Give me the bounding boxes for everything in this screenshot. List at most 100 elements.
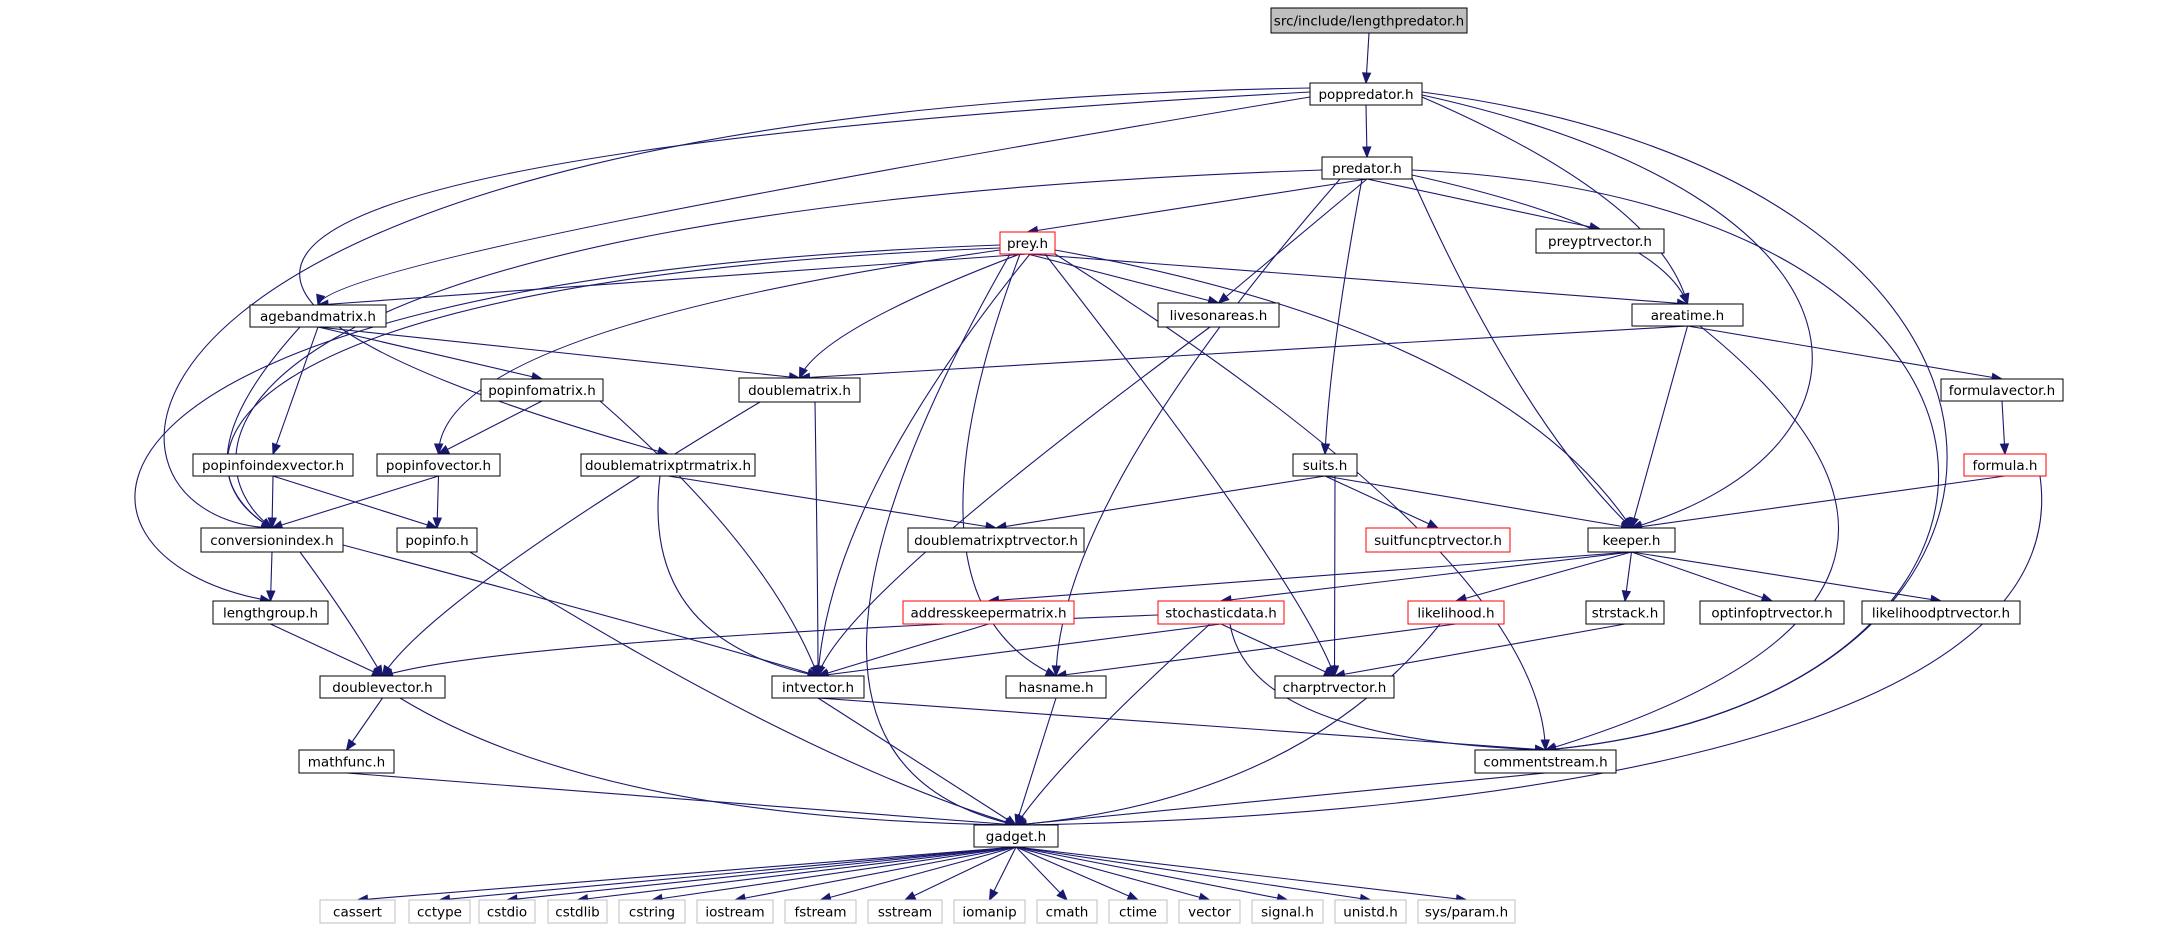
node-label: popinfomatrix.h bbox=[488, 383, 596, 399]
node-strstack[interactable]: strstack.h bbox=[1585, 600, 1665, 625]
edge-gadget-to-iostream bbox=[733, 846, 1017, 903]
edge-keeper-to-stochasticdata bbox=[1219, 551, 1632, 605]
arrowhead bbox=[1329, 665, 1340, 678]
node-mathfunc[interactable]: mathfunc.h bbox=[298, 749, 395, 774]
node-box bbox=[999, 231, 1056, 255]
edge-mathfunc-to-gadget bbox=[346, 772, 1018, 829]
node-doublematrix[interactable]: doublematrix.h bbox=[738, 377, 861, 403]
edge-doublevector-to-gadget bbox=[399, 697, 1018, 830]
edge-popinfomatrix-to-popinfovector bbox=[437, 400, 543, 455]
node-label: areatime.h bbox=[1651, 308, 1724, 324]
node-doublematrixptrmatrix[interactable]: doublematrixptrmatrix.h bbox=[580, 453, 756, 477]
edge-areatime-to-keeper bbox=[1629, 325, 1689, 530]
node-areatime[interactable]: areatime.h bbox=[1631, 303, 1744, 327]
node-label: conversionindex.h bbox=[210, 533, 333, 549]
node-conversionindex[interactable]: conversionindex.h bbox=[200, 527, 344, 553]
node-formula[interactable]: formula.h bbox=[1963, 453, 2047, 477]
node-label: doublematrixptrvector.h bbox=[914, 533, 1078, 549]
node-label: cmath bbox=[1046, 905, 1089, 921]
node-optinfoptrvector[interactable]: optinfoptrvector.h bbox=[1699, 600, 1845, 625]
node-cctype: cctype bbox=[408, 899, 471, 924]
node-label: cassert bbox=[333, 905, 382, 921]
edge-poppredator-to-predator bbox=[1362, 104, 1372, 159]
node-label: keeper.h bbox=[1603, 533, 1661, 549]
node-likelihoodptrvector[interactable]: likelihoodptrvector.h bbox=[1861, 600, 2021, 625]
node-label: formula.h bbox=[1973, 458, 2038, 474]
graph-edges bbox=[134, 32, 2043, 904]
node-box bbox=[396, 527, 478, 553]
node-box bbox=[192, 453, 354, 477]
arrowhead bbox=[1320, 443, 1331, 456]
node-gadget[interactable]: gadget.h bbox=[973, 824, 1059, 848]
edge-doublematrixptrmatrix-to-intvector bbox=[657, 475, 820, 679]
node-doublevector[interactable]: doublevector.h bbox=[319, 675, 446, 699]
edge-intvector-to-commentstream bbox=[817, 697, 1547, 754]
node-predator[interactable]: predator.h bbox=[1321, 156, 1413, 180]
node-popinfo[interactable]: popinfo.h bbox=[396, 527, 478, 553]
node-prey[interactable]: prey.h bbox=[999, 231, 1056, 255]
node-box bbox=[1631, 303, 1744, 327]
arrowhead bbox=[1999, 443, 2010, 456]
edge-intvector-to-gadget bbox=[817, 697, 1018, 826]
node-commentstream[interactable]: commentstream.h bbox=[1474, 749, 1617, 774]
node-preyptrvector[interactable]: preyptrvector.h bbox=[1535, 228, 1665, 254]
node-agebandmatrix[interactable]: agebandmatrix.h bbox=[249, 304, 387, 328]
node-box bbox=[1321, 156, 1413, 180]
node-popinfomatrix[interactable]: popinfomatrix.h bbox=[480, 378, 604, 402]
node-box bbox=[376, 453, 501, 477]
node-label: preyptrvector.h bbox=[1548, 234, 1652, 250]
node-box bbox=[547, 899, 608, 924]
node-popinfovector[interactable]: popinfovector.h bbox=[376, 453, 501, 477]
edge-addresskeepermatrix-to-intvector bbox=[816, 623, 989, 678]
arrowhead bbox=[260, 518, 274, 529]
arrowhead bbox=[266, 590, 276, 603]
node-label: iostream bbox=[705, 905, 764, 921]
edge-keeper-to-addresskeepermatrix bbox=[987, 551, 1632, 605]
edge-gadget-to-unistd bbox=[1015, 846, 1372, 904]
node-label: prey.h bbox=[1007, 236, 1048, 252]
node-likelihood[interactable]: likelihood.h bbox=[1407, 600, 1505, 625]
node-doublematrixptrvector[interactable]: doublematrixptrvector.h bbox=[907, 527, 1085, 553]
node-label: src/include/lengthpredator.h bbox=[1274, 14, 1464, 30]
arrowhead bbox=[903, 891, 917, 901]
node-ctime: ctime bbox=[1108, 899, 1168, 924]
node-box bbox=[1535, 228, 1665, 254]
node-label: predator.h bbox=[1332, 161, 1402, 177]
node-label: likelihood.h bbox=[1417, 606, 1494, 622]
arrowhead bbox=[798, 366, 808, 380]
node-formulavector[interactable]: formulavector.h bbox=[1940, 378, 2064, 402]
edge-areatime-to-doublematrix bbox=[798, 325, 1688, 383]
node-stochasticdata[interactable]: stochasticdata.h bbox=[1157, 600, 1285, 625]
node-box bbox=[1178, 899, 1241, 924]
node-intvector[interactable]: intvector.h bbox=[771, 675, 865, 699]
node-suitfuncptrvector[interactable]: suitfuncptrvector.h bbox=[1365, 527, 1511, 553]
node-suits[interactable]: suits.h bbox=[1292, 453, 1358, 477]
node-label: popinfoindexvector.h bbox=[202, 458, 344, 474]
node-label: doublematrix.h bbox=[748, 383, 851, 399]
edge-likelihood-to-gadget bbox=[1014, 623, 1441, 829]
node-label: lengthgroup.h bbox=[223, 606, 318, 622]
node-sstream: sstream bbox=[867, 899, 943, 924]
edge-gadget-to-sysparam bbox=[1015, 846, 1468, 904]
node-popinfoindexvector[interactable]: popinfoindexvector.h bbox=[192, 453, 354, 477]
arrowhead bbox=[1540, 739, 1550, 752]
node-box bbox=[1699, 600, 1845, 625]
node-addresskeepermatrix[interactable]: addresskeepermatrix.h bbox=[902, 600, 1075, 625]
edge-predator-to-commentstream bbox=[1411, 169, 1940, 754]
edge-doublematrix-to-intvector bbox=[813, 401, 823, 678]
node-box bbox=[1861, 600, 2021, 625]
node-lengthgroup[interactable]: lengthgroup.h bbox=[212, 600, 329, 625]
node-label: poppredator.h bbox=[1318, 87, 1413, 103]
node-charptrvector[interactable]: charptrvector.h bbox=[1274, 675, 1395, 699]
node-poppredator[interactable]: poppredator.h bbox=[1309, 82, 1423, 106]
node-box bbox=[973, 824, 1059, 848]
node-box bbox=[480, 378, 604, 402]
node-livesonareas[interactable]: livesonareas.h bbox=[1157, 302, 1280, 328]
edge-stochasticdata-to-gadget bbox=[1015, 623, 1211, 827]
edge-keeper-to-likelihoodptrvector bbox=[1631, 551, 1943, 605]
node-label: agebandmatrix.h bbox=[260, 309, 376, 325]
node-hasname[interactable]: hasname.h bbox=[1005, 675, 1107, 699]
node-root[interactable]: src/include/lengthpredator.h bbox=[1270, 7, 1468, 34]
arrowhead bbox=[433, 443, 444, 456]
node-keeper[interactable]: keeper.h bbox=[1587, 527, 1676, 553]
